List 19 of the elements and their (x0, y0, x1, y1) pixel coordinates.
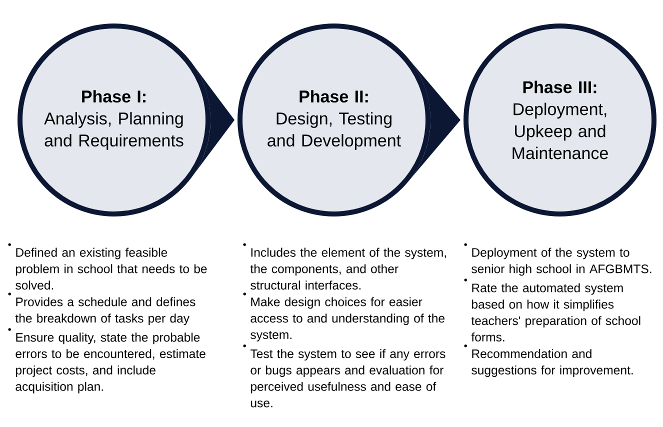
heading-text: Phase II: (300, 90, 368, 103)
bullet-point: Make design choices for easier access to and understanding of the system. (250, 297, 444, 342)
phase-title: Deployment, Upkeep and Maintenance (512, 102, 608, 160)
arrow-point (410, 60, 460, 180)
bullet-point: Ensure quality, state the probable errors to be encountered, estimate project costs, and include acquisition plan. (16, 332, 206, 394)
phase-title: Design, Testing and Development (268, 112, 401, 150)
bullet-point: Test the system to see if any errors or bugs appears and evaluation for perceived usefulness and ease of use. (250, 349, 446, 408)
bullet-point: Rate the automated system based on how it simplifies teachers' preparation of school forms. (471, 283, 640, 342)
bullet-point: Deployment of the system to senior high school in AFGBMTS. (472, 248, 652, 276)
bullet-point: Recommendation and suggestions for improvement. (472, 349, 633, 377)
phase-title: Analysis, Planning and Requirements (44, 112, 184, 150)
bullet-point: Includes the element of the system, the components, and other structural interfaces. (250, 248, 446, 290)
phase-circle (18, 24, 210, 216)
heading-text: Phase III: (523, 80, 596, 94)
bullet-point: Provides a schedule and defines the breakdown of tasks per day (15, 297, 196, 326)
phase-circle (464, 24, 656, 216)
phase-circle (238, 24, 430, 216)
bullet-point: Defined an existing feasible problem in school that needs to be solved. (16, 248, 207, 290)
heading-text: Phase I: (82, 90, 146, 103)
